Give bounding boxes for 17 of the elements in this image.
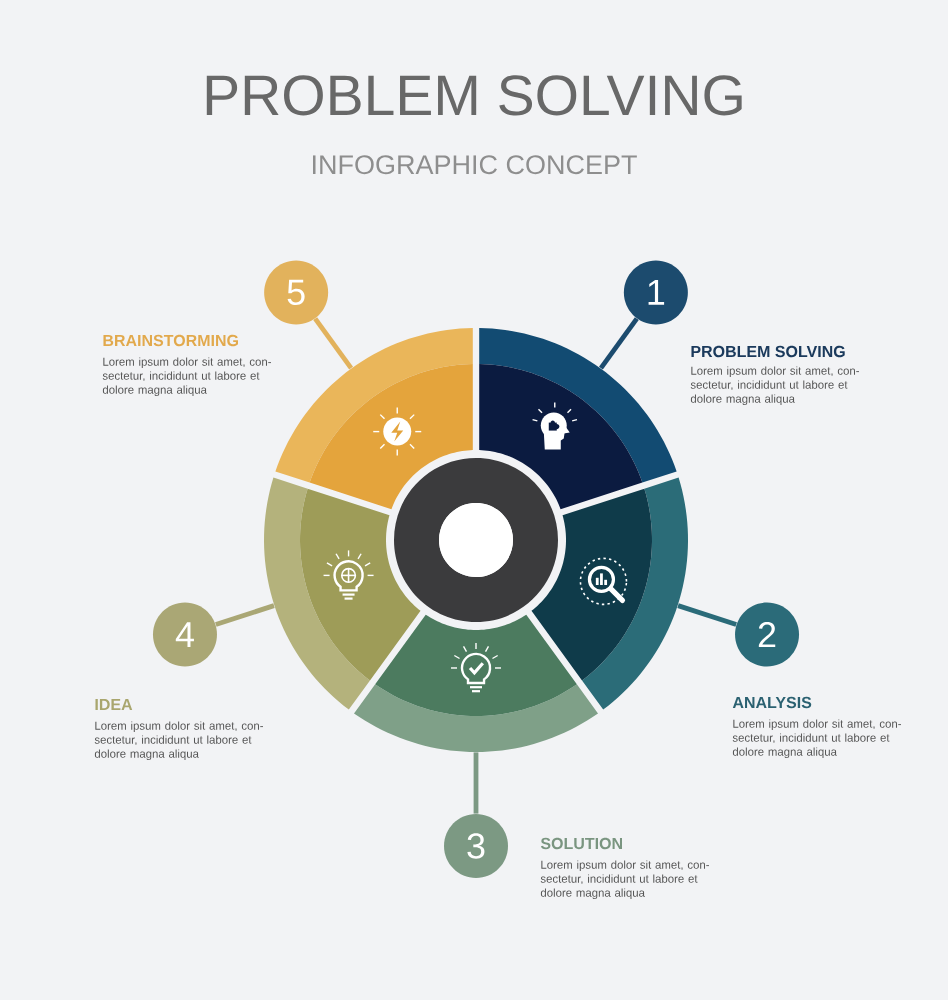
wheel-sector: [531, 477, 688, 710]
subtitle: INFOGRAPHIC CONCEPT: [312, 155, 637, 175]
wheel-sector: [264, 477, 421, 710]
wheel-sector: [275, 328, 473, 510]
step-heading: BRAINSTORMING: [103, 334, 238, 347]
connector-line: [598, 317, 639, 370]
step-heading: SOLUTION: [540, 837, 622, 850]
step-heading: ANALYSIS: [732, 696, 812, 709]
connector-line: [473, 752, 479, 814]
connector-line: [677, 603, 737, 627]
wheel-sector: [354, 614, 598, 752]
title: PROBLEM SOLVING: [206, 75, 742, 116]
wheel-sector: [479, 328, 677, 510]
step-heading: IDEA: [95, 699, 133, 710]
step-heading: PROBLEM SOLVING: [691, 345, 845, 358]
connector-line: [215, 603, 275, 627]
connector-line: [313, 317, 354, 370]
